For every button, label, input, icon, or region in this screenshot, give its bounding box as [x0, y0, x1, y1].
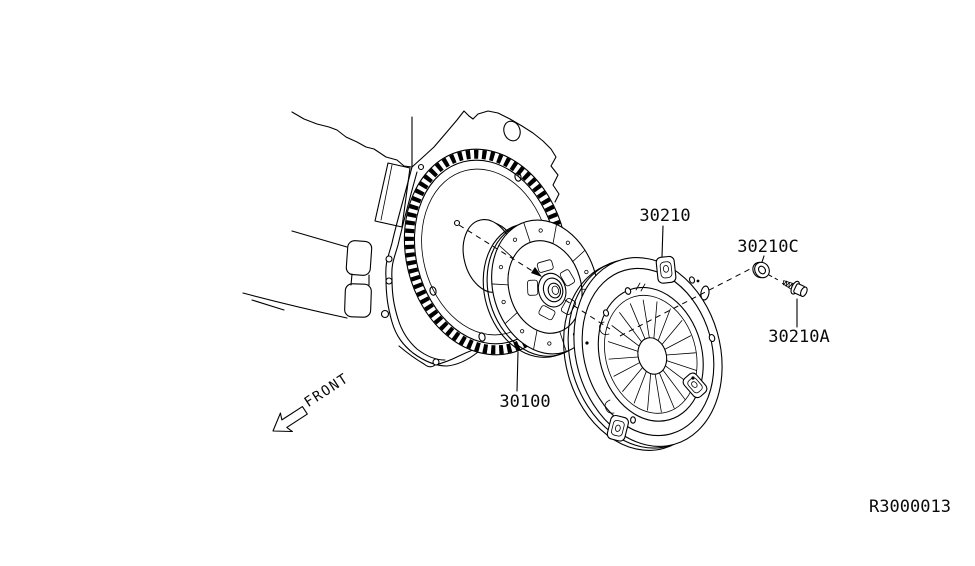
flange-hole: [380, 309, 390, 319]
bolt-head-cap: [799, 286, 808, 297]
alignment-arrowhead: [531, 267, 542, 277]
front-arrow-icon: [272, 405, 308, 433]
flange-hole: [385, 277, 393, 285]
diaphragm-center-hole: [637, 337, 668, 375]
flywheel-dowel-hole: [453, 219, 461, 227]
cover-flange-hole: [688, 276, 696, 284]
engine-housing-outline: [242, 110, 560, 368]
washer: [752, 261, 770, 279]
alignment-dashed-line-left: [458, 224, 535, 273]
callout-bolt[interactable]: 30210A: [768, 327, 829, 347]
cover-rivet: [585, 341, 589, 345]
housing-bracket: [344, 240, 373, 318]
cover-flange-hole: [708, 333, 716, 343]
bolt-axis-dashed-left: [564, 299, 611, 330]
front-direction-indicator: FRONT: [272, 370, 352, 433]
cover-strap-hook: [604, 399, 615, 414]
callout-clutch-cover[interactable]: 30210: [639, 206, 690, 226]
bolt: [781, 280, 808, 297]
clutch-disc: [482, 219, 599, 358]
cover-flange-hole: [630, 416, 636, 424]
cover-lug-bottom: [606, 414, 629, 442]
diagram-ref-code: R3000013: [869, 497, 951, 517]
flange-hole: [432, 358, 440, 366]
disc-hub: [537, 272, 567, 308]
flywheel-hole: [429, 286, 437, 296]
flange-hole: [385, 255, 393, 263]
leader-30100: [516, 351, 519, 392]
clutch-cover: [563, 255, 723, 451]
cover-rivet: [696, 279, 700, 283]
flywheel-hole: [514, 172, 522, 182]
cover-lug-right: [682, 372, 708, 399]
cover-flange-hole: [602, 309, 610, 317]
flange-hole: [417, 163, 425, 171]
housing-top-opening: [503, 120, 521, 142]
callout-washer[interactable]: 30210C: [737, 237, 798, 257]
cover-strap-marks: [635, 282, 646, 292]
flywheel-hole: [478, 332, 486, 342]
cover-rim-tab: [700, 285, 710, 301]
diaphragm-fingers: [607, 299, 697, 413]
leader-30210C: [761, 255, 765, 263]
bolt-axis-dashed-right: [768, 274, 781, 282]
callout-clutch-disc[interactable]: 30100: [499, 392, 550, 412]
leader-30210: [661, 225, 664, 258]
cover-lug-top: [655, 255, 677, 284]
bolt-axis-dashed-mid: [619, 267, 753, 337]
cover-flange-hole: [624, 287, 632, 295]
front-label: FRONT: [302, 370, 352, 410]
cover-rivet: [691, 376, 695, 380]
